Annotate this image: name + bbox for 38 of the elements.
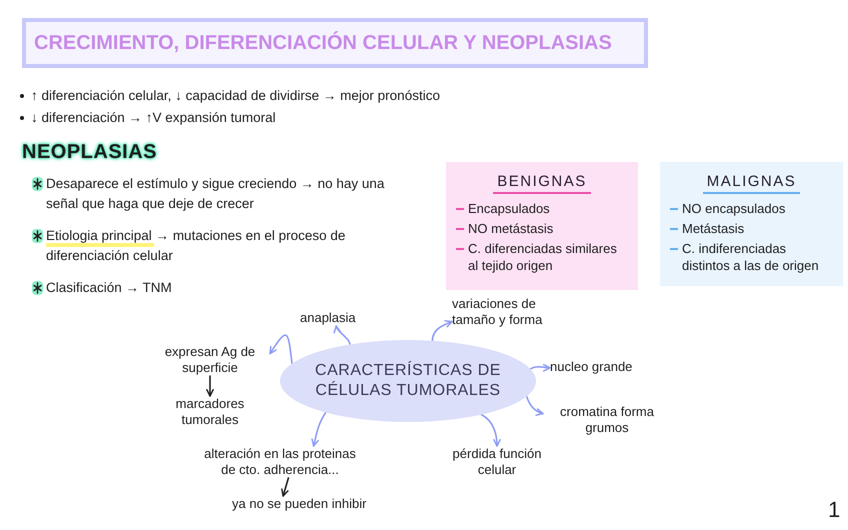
page-number: 1 — [828, 498, 840, 522]
list-item: C. diferenciadas similares al tejido origen — [454, 240, 630, 274]
bullet-note: ↓ diferenciación → ↑V expansión tumoral — [18, 108, 276, 128]
branch-text: variaciones de tamaño y forma — [452, 296, 564, 328]
list-item: Encapsulados — [454, 200, 630, 217]
bullet-note: Etiologia principal → mutaciones en el proceso de diferenciación celular — [46, 227, 346, 265]
arrow — [526, 396, 544, 416]
branch-text: nucleo grande — [550, 359, 632, 375]
bullet-note: Clasificación → TNM — [46, 279, 173, 297]
page-title: CRECIMIENTO, DIFERENCIACIÓN CELULAR Y NEOPLASIAS — [22, 18, 648, 68]
branch-text: marcadores tumorales — [170, 396, 250, 428]
branch-text: cromatina forma grumos — [543, 404, 671, 436]
info-card — [660, 162, 843, 286]
arrow — [311, 412, 326, 447]
branch-text: anaplasia — [300, 310, 356, 326]
branch-text: expresan Ag de superficie — [150, 344, 270, 376]
list-item: C. indiferenciadas distintos a las de origen — [668, 240, 835, 274]
arrow — [334, 325, 351, 346]
bullet-note: Desaparece el estímulo y sigue creciendo → no hay una señal que haga que deje de crecer — [46, 175, 386, 213]
card-heading: MALIGNAS — [702, 172, 800, 194]
section-heading: NEOPLASIAS — [22, 140, 158, 164]
arrow — [206, 375, 214, 397]
branch-text: ya no se pueden inhibir — [232, 496, 366, 512]
branch-text: alteración en las proteinas de cto. adherencia... — [196, 446, 364, 478]
branch-text: pérdida función celular — [438, 446, 556, 478]
list-item: NO encapsulados — [668, 200, 835, 217]
topic-title: CARACTERÍSTICAS DE CÉLULAS TUMORALES — [314, 361, 502, 401]
arrow — [269, 334, 293, 364]
list-item: Metástasis — [668, 220, 835, 237]
list-item: NO metástasis — [454, 220, 630, 237]
bullet-note: ↑ diferenciación celular, ↓ capacidad de dividirse → mejor pronóstico — [18, 86, 440, 106]
arrow — [281, 477, 290, 497]
card-heading: BENIGNAS — [493, 172, 591, 194]
arrow — [432, 320, 453, 342]
info-card — [446, 162, 638, 290]
arrow — [530, 364, 551, 372]
topic-ellipse — [280, 340, 536, 422]
arrow — [480, 414, 501, 447]
